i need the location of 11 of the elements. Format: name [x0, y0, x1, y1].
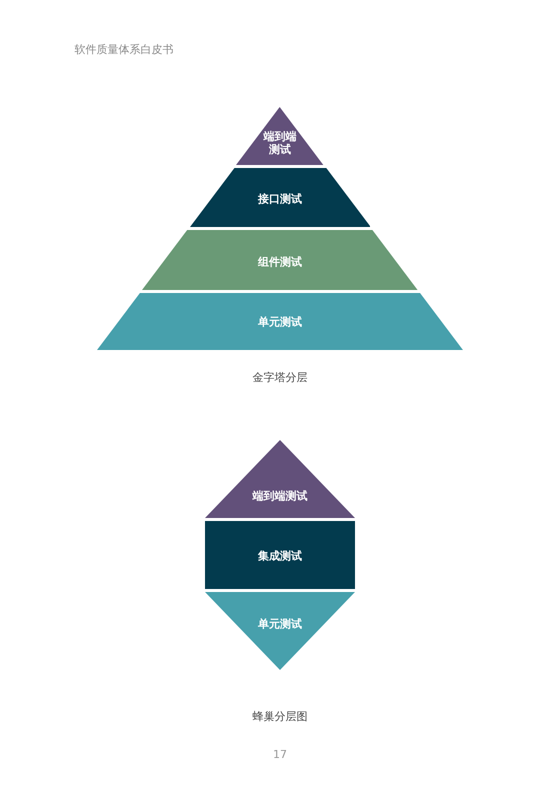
triangle-section: 端到端测试: [205, 440, 355, 518]
pyramid-layer: 单元测试: [97, 293, 463, 350]
rectangle-section: 集成测试: [205, 521, 355, 589]
running-header: 软件质量体系白皮书: [74, 42, 174, 57]
triangle-section: 单元测试: [205, 592, 355, 670]
figure-caption: 金字塔分层: [252, 370, 308, 385]
figure-caption: 蜂巢分层图: [252, 709, 308, 724]
pyramid-layer: 端到端测试: [236, 107, 324, 165]
page-number: 17: [273, 748, 287, 761]
pyramid-layer: 组件测试: [142, 230, 418, 290]
pyramid-layer: 接口测试: [190, 168, 370, 227]
